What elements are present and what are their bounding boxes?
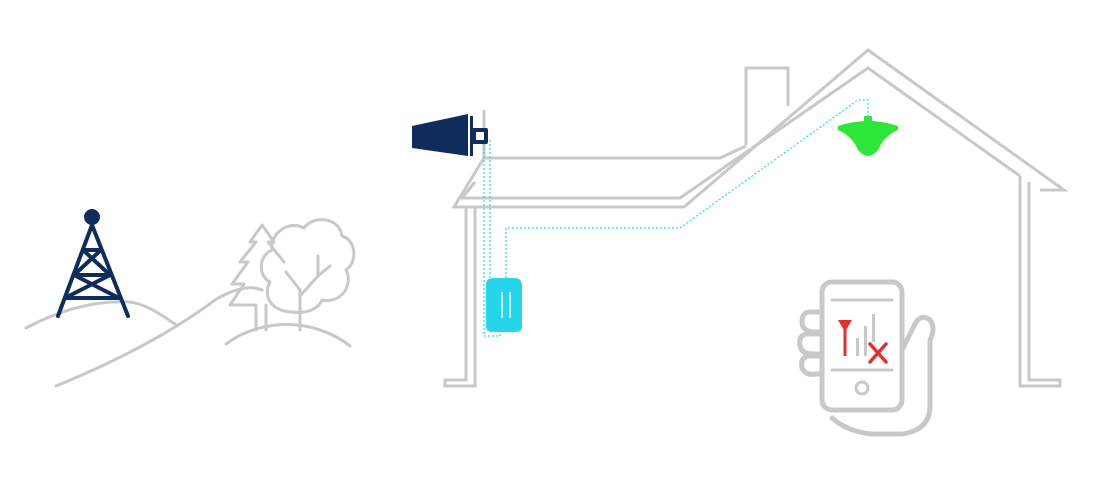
round-tree-trunk [284, 254, 332, 332]
cable-booster-to-inside [505, 99, 869, 290]
right-wall [1018, 176, 1062, 388]
roof-inner [458, 66, 1021, 200]
pine-tree [228, 223, 286, 332]
cell-tower-icon [56, 209, 130, 318]
chimney [744, 66, 790, 145]
roof-outer [451, 48, 1069, 209]
round-tree-crown [259, 218, 356, 314]
trees-icon [228, 218, 356, 332]
left-wall [443, 207, 477, 388]
tower-beacon [84, 209, 100, 225]
no-signal-indicator-icon [838, 314, 888, 364]
front-hill [54, 286, 264, 388]
tree-ground [224, 323, 352, 348]
phone-in-hand-icon [797, 279, 936, 437]
back-hill [24, 300, 177, 330]
signal-booster-amplifier-icon [486, 278, 522, 332]
signal-bar-1 [856, 338, 859, 356]
no-signal-x-icon [868, 342, 888, 364]
hand-fingers [797, 309, 825, 377]
landscape [24, 286, 352, 388]
outside-yagi-antenna-icon [412, 114, 488, 156]
phone-home-button [854, 380, 870, 396]
signal-bar-3 [872, 314, 875, 342]
hand-thumb [829, 314, 936, 437]
signal-bar-2 [864, 326, 867, 356]
house-outline [443, 48, 1069, 388]
inside-dome-antenna-icon [838, 116, 898, 156]
coax-cables [483, 99, 869, 337]
